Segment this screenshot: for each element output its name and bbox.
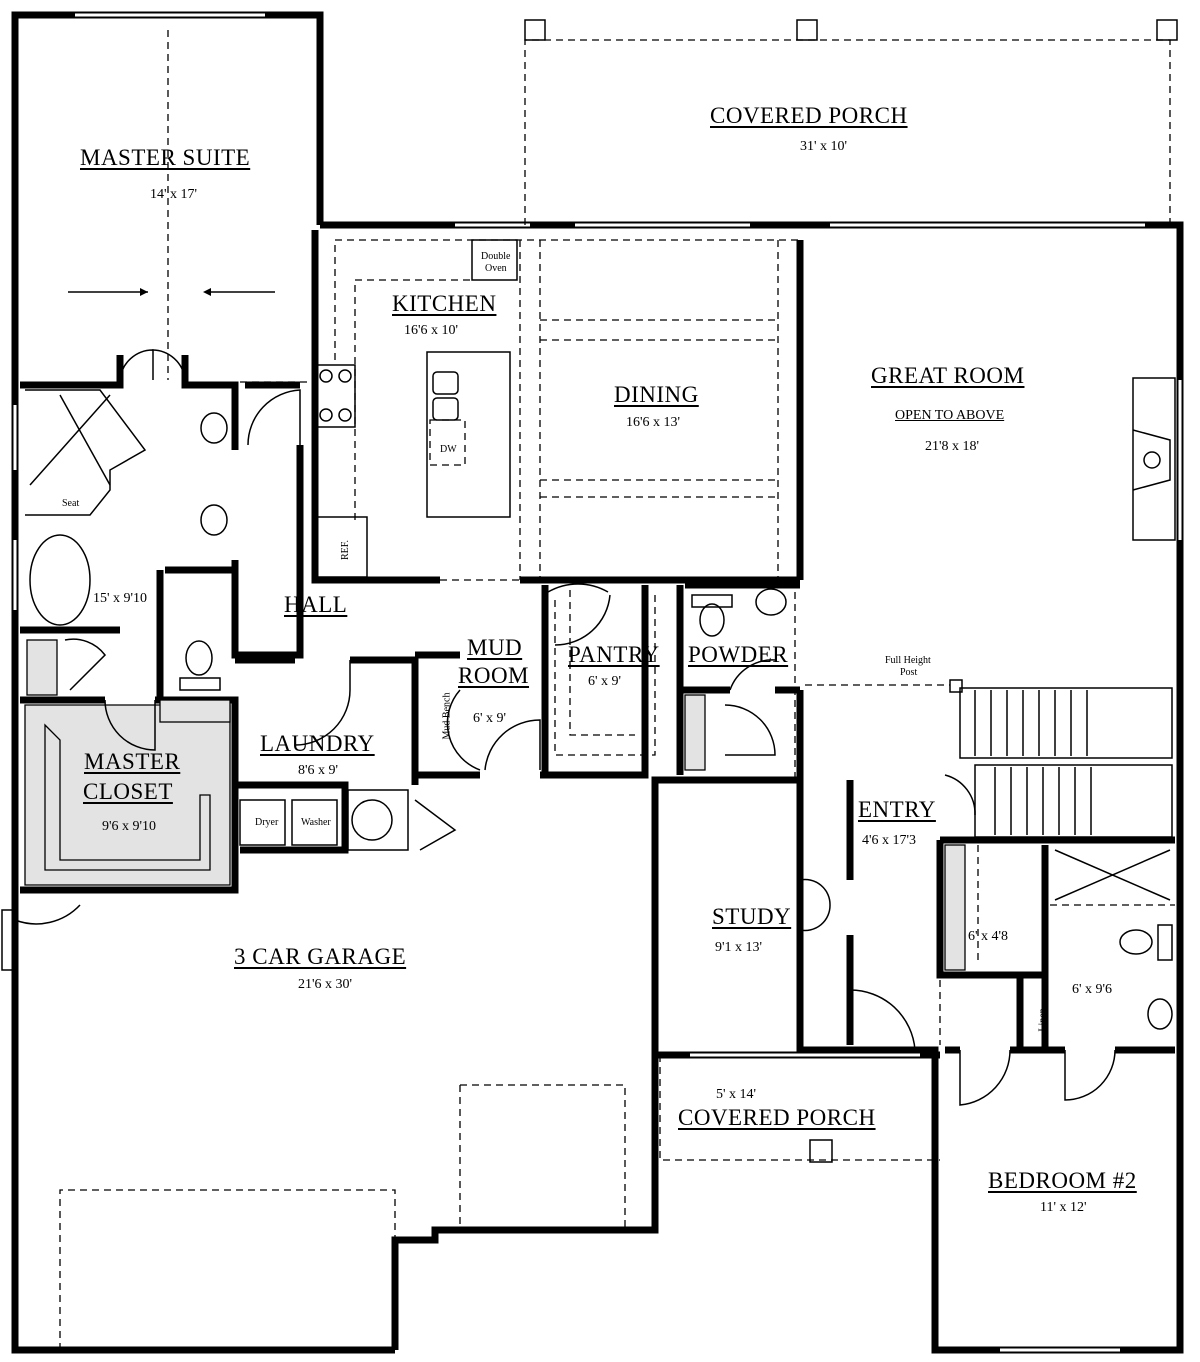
room-dim-bed2-bath: 6' x 9'6 [1072, 982, 1113, 997]
dryer-label: Dryer [255, 817, 279, 828]
doors [1, 349, 1116, 1106]
interior-walls [20, 230, 1175, 1054]
room-name-mud-line2: ROOM [458, 663, 530, 688]
room-name-great-room: GREAT ROOM [871, 363, 1025, 388]
stairs [949, 679, 1173, 838]
room-dim-entry: 4'6 x 17'3 [862, 833, 917, 848]
room-name-garage: 3 CAR GARAGE [234, 944, 407, 969]
room-name-mud-line1: MUD [467, 635, 523, 660]
room-dim-kitchen: 16'6 x 10' [404, 323, 459, 338]
room-dim-covered-porch-rear: 31' x 10' [800, 139, 848, 154]
room-name-covered-porch-rear: COVERED PORCH [710, 103, 908, 128]
room-dim-garage: 21'6 x 30' [298, 977, 353, 992]
bath-fixtures [29, 394, 1173, 1030]
mud-bench-label: Mud Bench [441, 692, 453, 740]
room-name-pantry: PANTRY [568, 642, 660, 667]
room-dim-laundry: 8'6 x 9' [298, 763, 339, 778]
room-dim-master-bath: 15' x 9'10 [93, 591, 148, 606]
room-name-master-suite: MASTER SUITE [80, 145, 251, 170]
kitchen-fixtures [316, 239, 518, 578]
room-name-laundry: LAUNDRY [260, 731, 375, 756]
double-oven-label-line1: Double [481, 251, 511, 262]
room-name-master-closet-line1: MASTER [84, 749, 181, 774]
room-dim-master-closet: 9'6 x 9'10 [102, 819, 157, 834]
post-label-line2: Post [900, 667, 918, 678]
post-label-line1: Full Height [885, 655, 931, 666]
room-dim-great-room: 21'8 x 18' [925, 439, 980, 454]
room-dim-mud-room: 6' x 9' [473, 711, 507, 726]
room-dim-covered-porch-front: 5' x 14' [716, 1087, 757, 1102]
rear-porch [524, 19, 1178, 225]
room-dim-pantry: 6' x 9' [588, 674, 622, 689]
room-name-kitchen: KITCHEN [392, 291, 497, 316]
dishwasher-label: DW [440, 444, 457, 455]
refrigerator-label: REF. [340, 539, 352, 561]
porch-post [809, 1139, 833, 1163]
room-name-hall: HALL [284, 592, 348, 617]
room-dim-master-suite: 14' x 17' [150, 187, 198, 202]
room-dim-bedroom2: 11' x 12' [1040, 1200, 1087, 1215]
room-note-great-room: OPEN TO ABOVE [895, 408, 1005, 423]
room-name-master-closet-line2: CLOSET [83, 779, 173, 804]
room-dim-dining: 16'6 x 13' [626, 415, 681, 430]
linen-label: Linen [1037, 1008, 1049, 1032]
room-dim-study: 9'1 x 13' [715, 940, 763, 955]
shelving [24, 639, 966, 971]
room-name-covered-porch-front: COVERED PORCH [678, 1105, 876, 1130]
room-name-entry: ENTRY [858, 797, 936, 822]
room-dim-bed2-closet: 6' x 4'8 [968, 929, 1009, 944]
room-name-bedroom2: BEDROOM #2 [988, 1168, 1137, 1193]
shower-seat-label: Seat [62, 498, 80, 509]
room-name-dining: DINING [614, 382, 699, 407]
double-oven-label-line2: Oven [485, 263, 507, 274]
windows [13, 13, 1182, 1352]
washer-label: Washer [301, 817, 331, 828]
room-name-powder: POWDER [688, 642, 789, 667]
fireplace [1132, 377, 1176, 541]
arrows [68, 288, 275, 296]
room-name-study: STUDY [712, 904, 792, 929]
